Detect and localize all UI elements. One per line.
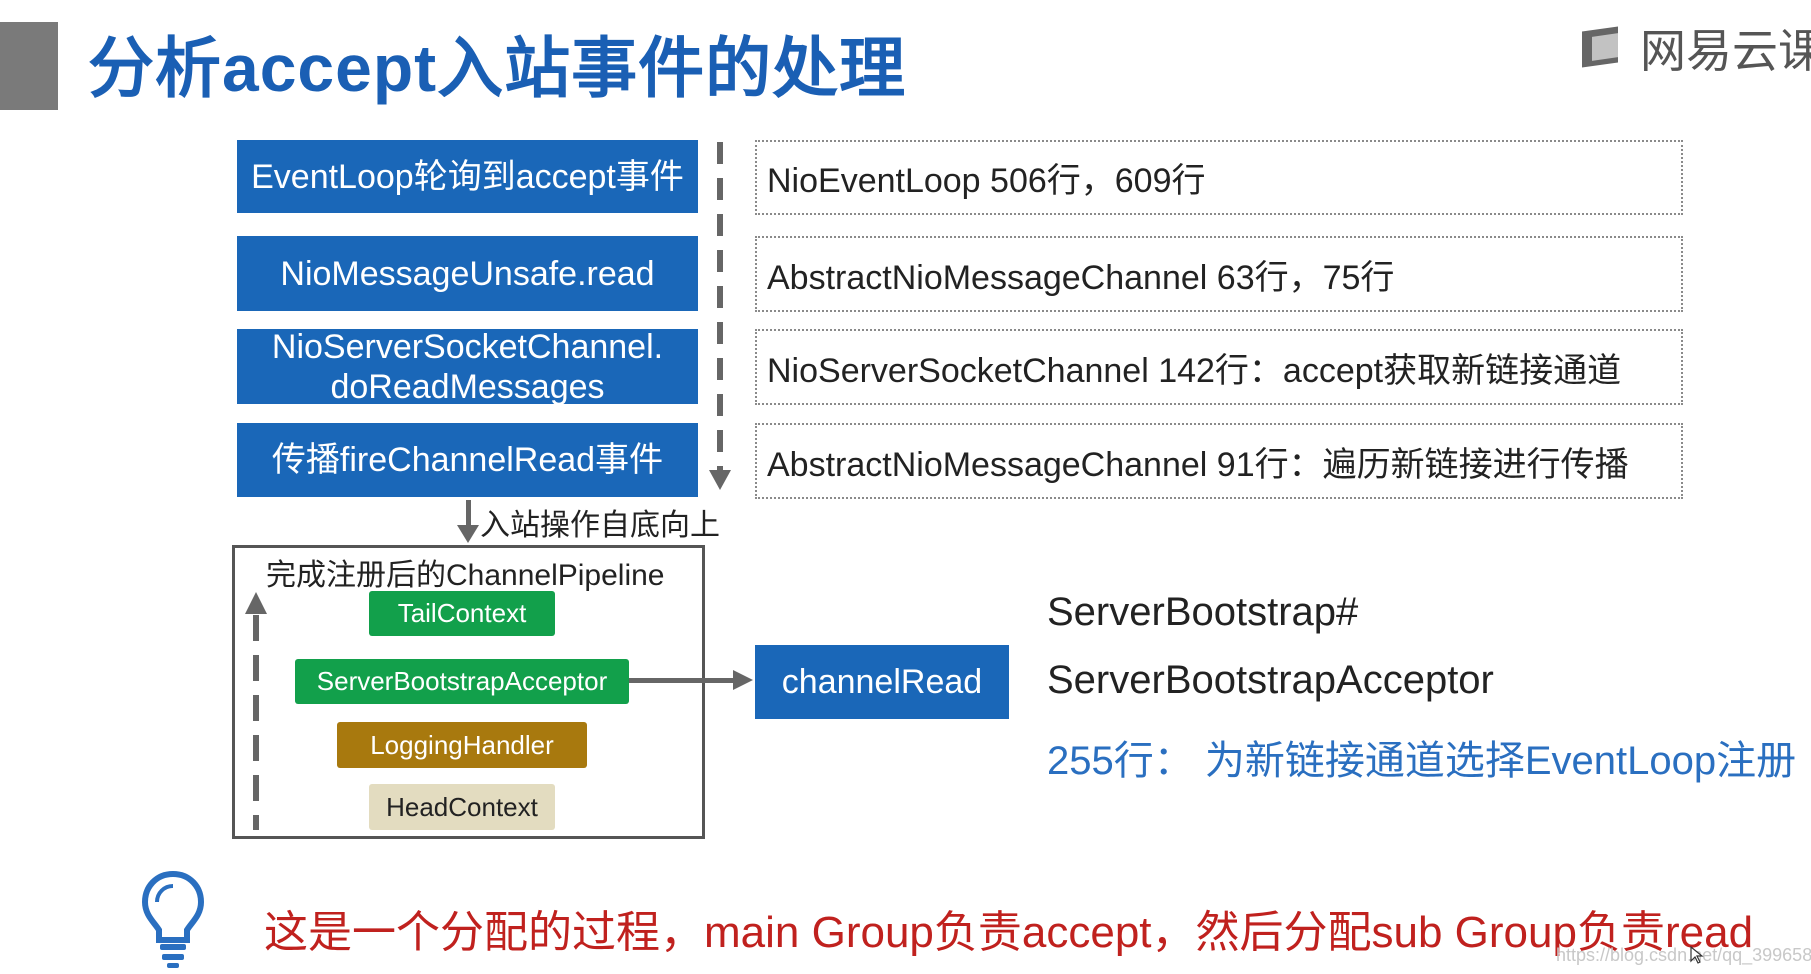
context-server-bootstrap-acceptor: ServerBootstrapAcceptor (295, 659, 629, 704)
context-tail: TailContext (369, 591, 555, 636)
inbound-arrow-icon (457, 525, 479, 543)
arrow-up-icon (245, 592, 267, 614)
step-unsafe-read-box: NioMessageUnsafe.read (237, 236, 698, 311)
step-doreadmessages-line1: NioServerSocketChannel. (271, 327, 664, 366)
title-accent-bar (0, 22, 58, 110)
inbound-note: 入站操作自底向上 (480, 509, 720, 542)
brand-name: 网易云课 (1640, 25, 1811, 77)
step-eventloop-box: EventLoop轮询到accept事件 (237, 140, 698, 213)
lightbulb-icon (141, 870, 205, 968)
pipeline-title: 完成注册后的ChannelPipeline (266, 559, 665, 592)
channelread-note: 255行： 为新链接通道选择EventLoop注册 (1047, 739, 1797, 783)
step-doreadmessages-line2: doReadMessages (330, 367, 605, 406)
inbound-arrow-line (466, 500, 471, 528)
context-logging-handler: LoggingHandler (337, 722, 587, 768)
arrow-right-icon (733, 670, 753, 690)
mouse-cursor-icon (1690, 946, 1704, 964)
flow-dashed-line (717, 142, 723, 472)
footer-summary: 这是一个分配的过程，main Group负责accept，然后分配sub Gro… (264, 908, 1754, 957)
brand: 网易云课 (1578, 22, 1811, 77)
brand-logo-icon (1578, 23, 1628, 73)
channelread-box: channelRead (755, 645, 1009, 719)
detail-step-1: NioEventLoop 506行，609行 (755, 140, 1683, 215)
context-head: HeadContext (369, 784, 555, 830)
arrow-down-icon (709, 470, 731, 490)
detail-step-3: NioServerSocketChannel 142行：accept获取新链接通… (755, 329, 1683, 405)
detail-step-2: AbstractNioMessageChannel 63行，75行 (755, 236, 1683, 312)
channelread-class-line1: ServerBootstrap# (1047, 590, 1359, 634)
channelread-class-line2: ServerBootstrapAcceptor (1047, 658, 1494, 702)
page-title: 分析accept入站事件的处理 (88, 31, 907, 105)
detail-step-4: AbstractNioMessageChannel 91行：遍历新链接进行传播 (755, 423, 1683, 499)
step-firechannelread-box: 传播fireChannelRead事件 (237, 423, 698, 497)
watermark: https://blog.csdn.net/qq_39965800 (1556, 945, 1811, 965)
pipeline-upward-dashed-line (253, 615, 259, 830)
step-doreadmessages-box: NioServerSocketChannel. doReadMessages (237, 327, 698, 406)
pipeline-container (232, 545, 705, 839)
channelread-arrow-line (629, 678, 737, 683)
